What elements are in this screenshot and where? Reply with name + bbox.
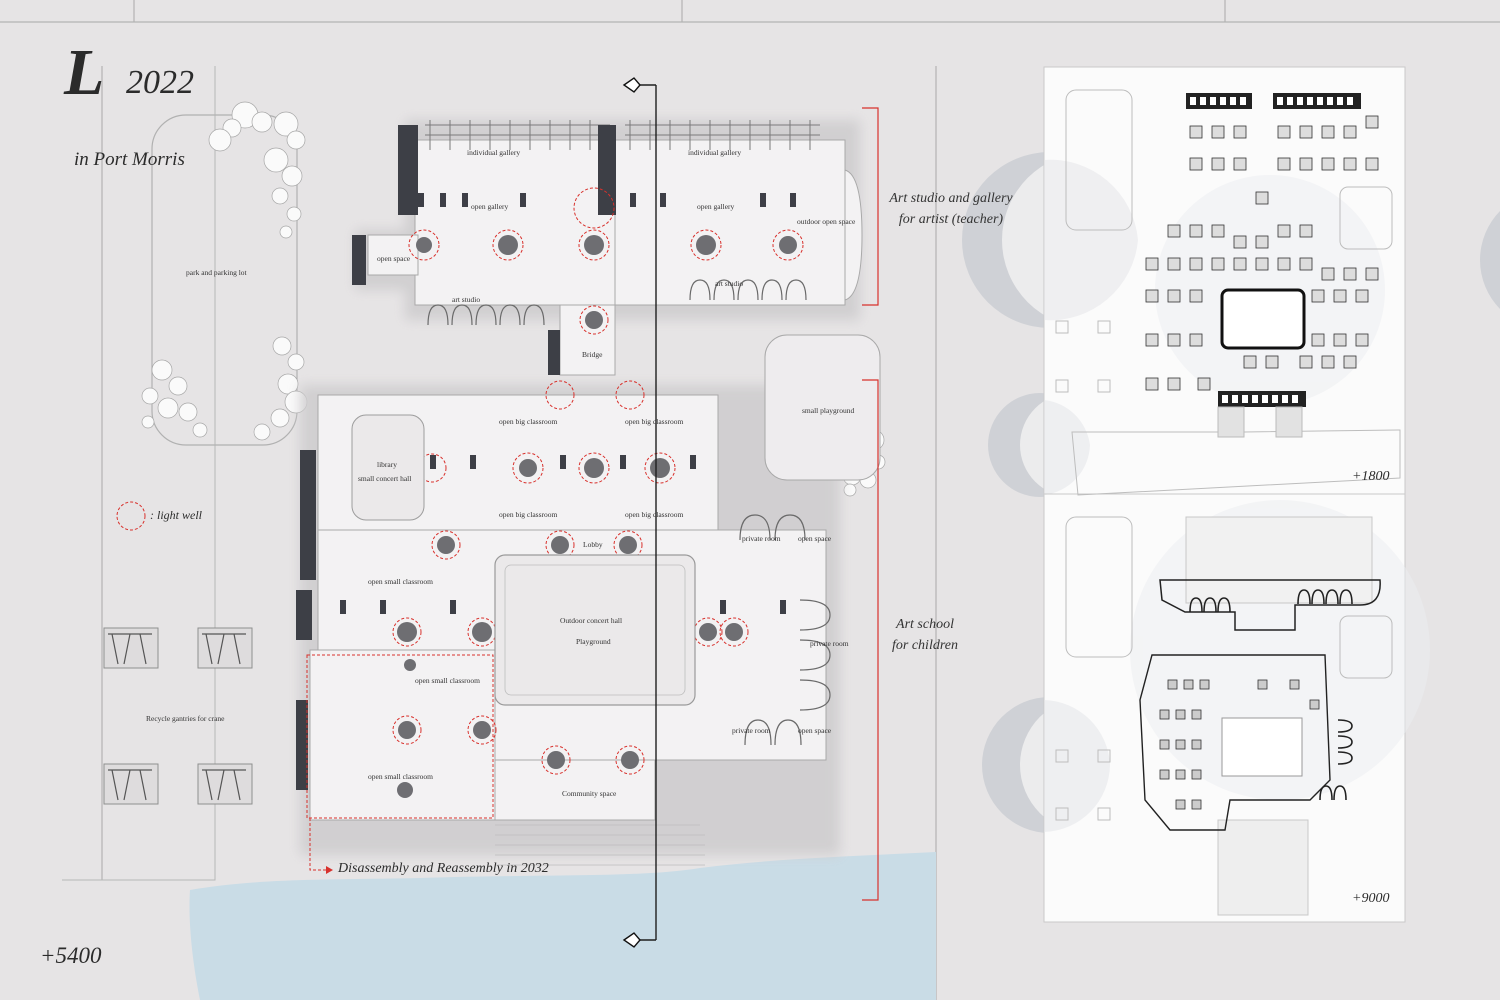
room-open-small-classroom-1: open small classroom	[368, 577, 433, 586]
crane-gantry-frames	[108, 633, 246, 801]
zone-art-studio-line1: Art studio and gallery	[889, 191, 1013, 206]
park-enclosure	[151, 114, 298, 446]
room-open-gallery-1: open gallery	[471, 202, 509, 211]
room-art-studio-2: art studio	[715, 279, 744, 288]
room-bridge: Bridge	[582, 350, 603, 359]
room-open-space-top: open space	[377, 254, 411, 263]
light-well-legend-label: : light well	[150, 508, 202, 522]
zone-art-studio-line2: for artist (teacher)	[898, 212, 1004, 227]
library-hall	[351, 414, 425, 521]
room-open-big-classroom-1: open big classroom	[499, 417, 558, 426]
section-cut-line	[640, 84, 657, 941]
zone-art-school: Art school for children	[886, 614, 964, 656]
small-playground-area	[764, 334, 881, 481]
room-small-concert-hall: small concert hall	[358, 474, 412, 483]
room-private-room-3: private room	[732, 726, 771, 735]
dark-walls	[296, 125, 796, 790]
room-open-big-classroom-4: open big classroom	[625, 510, 684, 519]
zone-art-school-line2: for children	[892, 638, 958, 653]
studio-arches	[427, 279, 831, 746]
room-open-small-classroom-2: open small classroom	[415, 676, 480, 685]
section-arrow-top	[622, 77, 641, 93]
room-community-space: Community space	[562, 789, 617, 798]
level-upper: +1800	[1352, 469, 1390, 484]
room-private-room-2: private room	[810, 639, 849, 648]
disassembly-note: Disassembly and Reassembly in 2032	[338, 861, 549, 876]
room-outdoor-concert-hall: Outdoor concert hall	[560, 616, 623, 625]
lower-floor-plan	[1055, 516, 1393, 916]
crane-gantries	[103, 627, 253, 805]
room-outdoor-open-space: outdoor open space	[797, 217, 856, 226]
room-open-space-1: open space	[798, 534, 832, 543]
interior-columns	[397, 235, 797, 798]
room-library: library	[377, 460, 397, 469]
room-playground: Playground	[576, 637, 611, 646]
room-individual-gallery-1: individual gallery	[467, 148, 521, 157]
gallery-wall-hatch	[425, 120, 820, 150]
room-art-studio-1: art studio	[452, 295, 481, 304]
site-boundary	[62, 66, 216, 881]
level-main: +5400	[40, 943, 102, 968]
room-open-gallery-2: open gallery	[697, 202, 735, 211]
outdoor-concert-hall	[494, 554, 696, 706]
zone-brackets	[862, 107, 879, 901]
upper-plan-modules	[1145, 115, 1379, 391]
room-lobby: Lobby	[583, 540, 603, 549]
room-open-big-classroom-2: open big classroom	[625, 417, 684, 426]
section-arrow-bottom	[622, 932, 641, 948]
water-area	[189, 852, 936, 1000]
room-open-space-2: open space	[798, 726, 832, 735]
upper-floor-plan	[1055, 89, 1401, 496]
park-label: park and parking lot	[186, 268, 247, 277]
room-private-room-1: private room	[742, 534, 781, 543]
title-letter: L	[64, 36, 105, 109]
room-individual-gallery-2: individual gallery	[688, 148, 742, 157]
lower-plan-modules	[1159, 679, 1320, 810]
level-lower: +9000	[1352, 891, 1390, 906]
light-well-legend-circle	[116, 501, 146, 531]
room-open-big-classroom-3: open big classroom	[499, 510, 558, 519]
south-steps	[495, 824, 705, 866]
zone-art-studio: Art studio and gallery for artist (teach…	[884, 188, 1018, 230]
subtitle: in Port Morris	[74, 149, 185, 170]
disassembly-arrow	[326, 866, 333, 874]
title-year: 2022	[126, 64, 194, 101]
disassembly-zone	[306, 654, 494, 871]
zone-art-school-line1: Art school	[896, 617, 954, 632]
small-playground-label: small playground	[802, 406, 855, 415]
gantries-label: Recycle gantries for crane	[146, 714, 225, 723]
room-open-small-classroom-3: open small classroom	[368, 772, 433, 781]
